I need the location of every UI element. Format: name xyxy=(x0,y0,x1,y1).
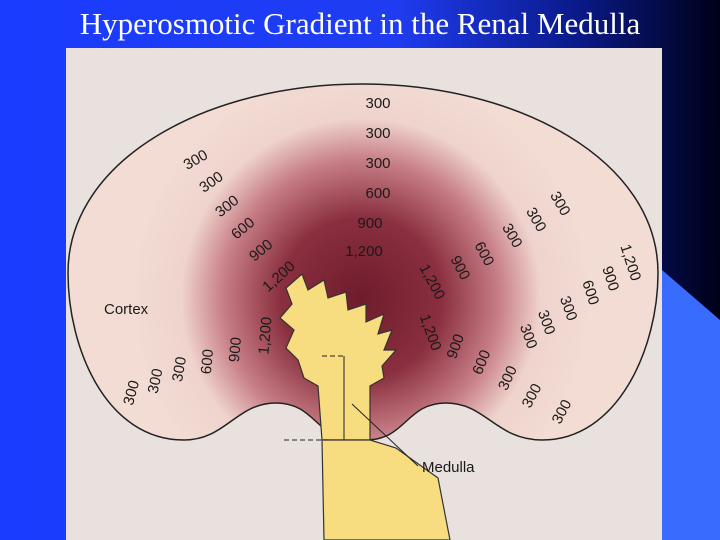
kidney-diagram: Cortex Medulla 300 300 300 600 900 1,200… xyxy=(66,48,662,540)
cortex-label: Cortex xyxy=(104,301,149,318)
medulla-label: Medulla xyxy=(422,459,475,476)
osmolarity-value: 300 xyxy=(365,125,390,142)
osmolarity-value: 300 xyxy=(365,95,390,112)
ureter xyxy=(322,440,450,540)
osmolarity-value: 1,200 xyxy=(345,243,383,260)
osmolarity-value: 300 xyxy=(365,155,390,172)
osmolarity-value: 900 xyxy=(226,336,245,362)
osmolarity-value: 900 xyxy=(357,215,382,232)
osmolarity-value: 1,200 xyxy=(255,316,275,355)
slide-title: Hyperosmotic Gradient in the Renal Medul… xyxy=(0,6,720,42)
osmolarity-value: 600 xyxy=(198,348,217,374)
osmolarity-value: 600 xyxy=(365,185,390,202)
